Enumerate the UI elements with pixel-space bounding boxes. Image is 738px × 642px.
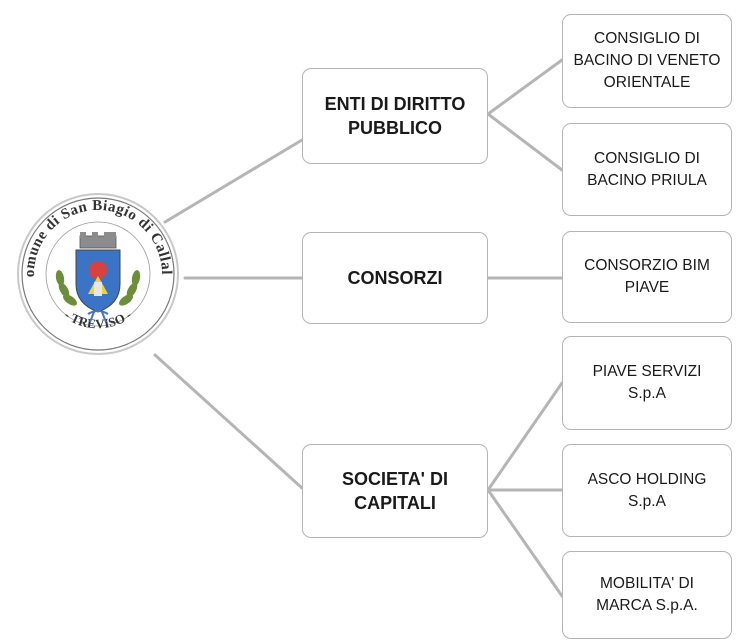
entity-box-consiglio-bacino-priula: CONSIGLIO DI BACINO PRIULA — [562, 123, 732, 216]
category-box-enti-diritto-pubblico: ENTI DI DIRITTO PUBBLICO — [302, 68, 488, 164]
connector-societa-piave — [486, 381, 564, 492]
category-box-societa-capitali: SOCIETA' DI CAPITALI — [302, 444, 488, 538]
shield-icon — [75, 249, 121, 313]
connector-logo-enti — [163, 138, 304, 224]
laurel-icon — [55, 270, 141, 306]
connector-enti-consiglio-priula — [486, 112, 564, 172]
connector-logo-societa — [153, 353, 304, 490]
category-box-consorzi: CONSORZI — [302, 232, 488, 324]
entity-box-asco-holding: ASCO HOLDING S.p.A — [562, 444, 732, 537]
municipal-seal-logo: Comune di San Biagio di Callalta - TREVI… — [14, 190, 179, 355]
crown-icon — [79, 232, 117, 249]
connector-societa-mobilita — [486, 488, 564, 598]
entity-box-consorzio-bim-piave: CONSORZIO BIM PIAVE — [562, 231, 732, 323]
ribbon-icon — [87, 310, 109, 323]
entity-box-mobilita-di-marca: MOBILITA' DI MARCA S.p.A. — [562, 551, 732, 639]
entity-box-consiglio-bacino-veneto-orientale: CONSIGLIO DI BACINO DI VENETO ORIENTALE — [562, 14, 732, 108]
entity-box-piave-servizi: PIAVE SERVIZI S.p.A — [562, 336, 732, 430]
connector-enti-consiglio-veneto — [486, 58, 564, 116]
